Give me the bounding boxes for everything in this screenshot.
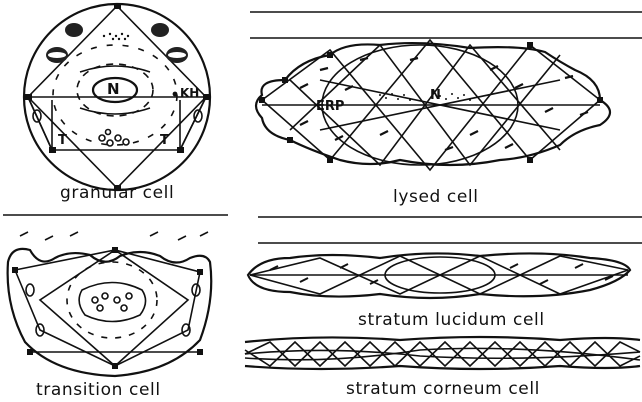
caption-lysed-cell: lysed cell bbox=[393, 187, 479, 207]
transition-cell-membrane bbox=[8, 249, 212, 376]
label-keratohyalin: KH bbox=[180, 86, 199, 100]
granular-keratohyalin-granules bbox=[46, 23, 188, 63]
label-erp: ERP bbox=[316, 99, 344, 114]
lysed-cell-drawing bbox=[256, 40, 610, 170]
corneum-cell-drawing bbox=[245, 337, 640, 369]
caption-granular-cell: granular cell bbox=[60, 183, 174, 203]
caption-transition-cell: transition cell bbox=[36, 380, 161, 400]
label-lysed-nucleus: N bbox=[430, 88, 441, 103]
label-nucleus: N bbox=[107, 80, 120, 98]
label-tonofilament-left: T bbox=[58, 133, 67, 148]
label-tonofilament-right: T bbox=[160, 133, 169, 148]
caption-lucidum-cell: stratum lucidum cell bbox=[358, 310, 545, 330]
transition-inner-square bbox=[40, 250, 188, 366]
transition-cell-drawing bbox=[8, 232, 212, 376]
lucidum-cell-drawing bbox=[248, 253, 630, 298]
caption-corneum-cell: stratum corneum cell bbox=[346, 379, 540, 399]
